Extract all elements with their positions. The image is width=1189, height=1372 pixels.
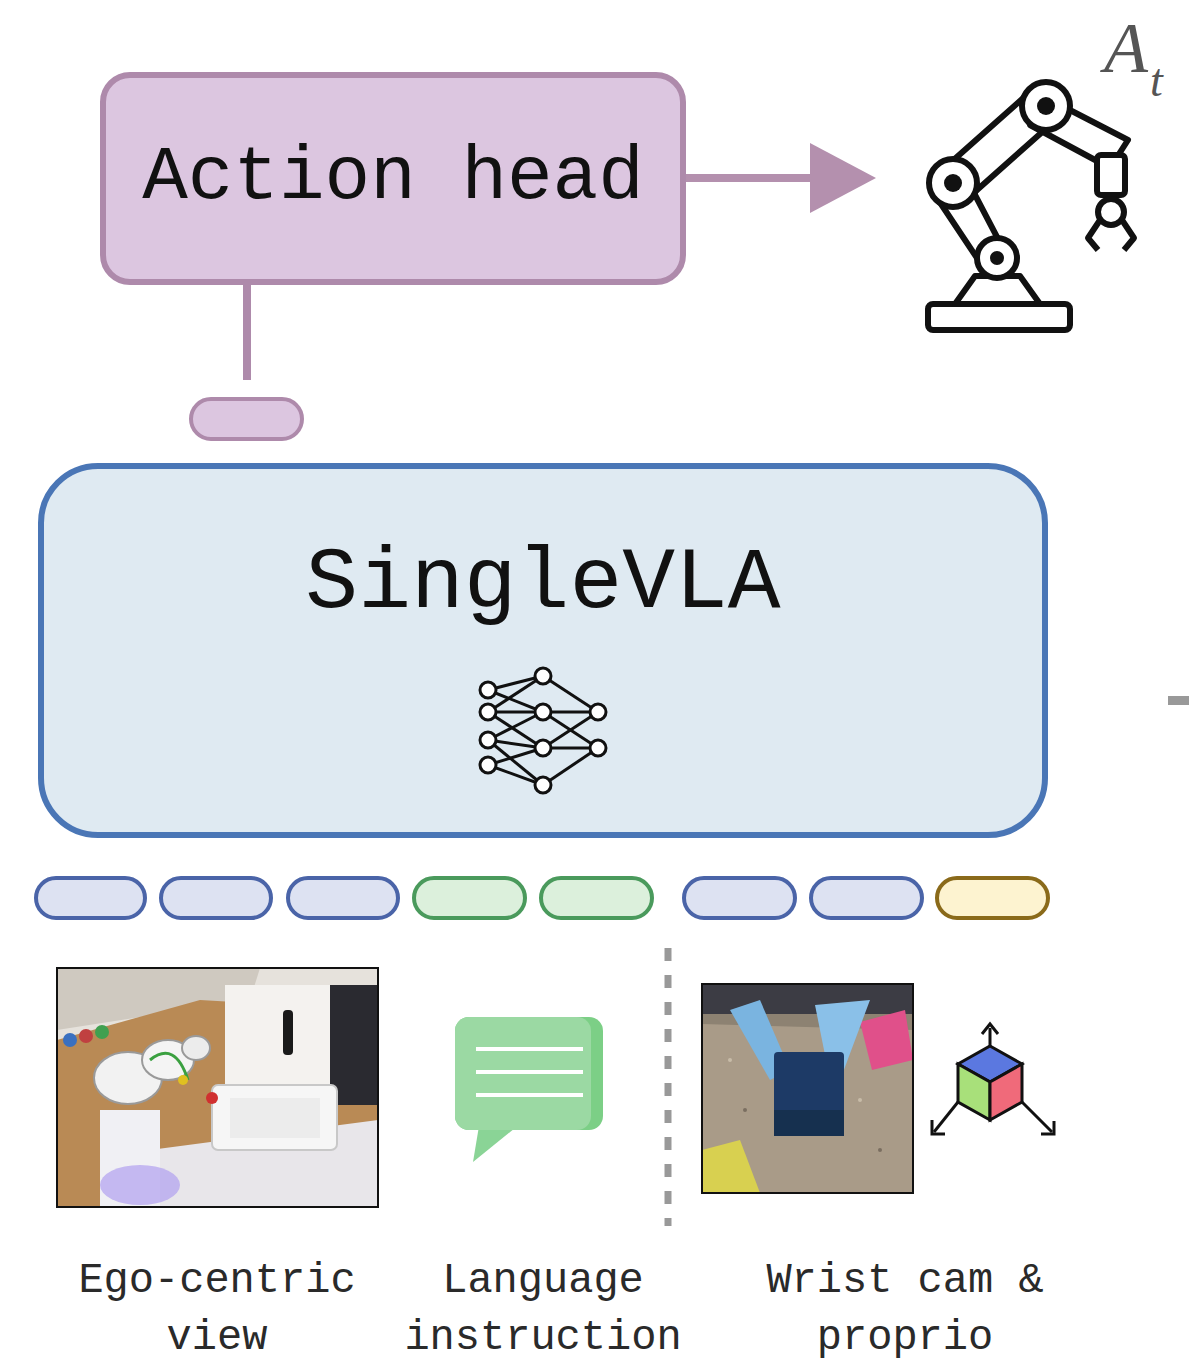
model-box: SingleVLA [38, 463, 1048, 838]
offscreen-arrow-stub [1168, 696, 1189, 705]
action-symbol: A [1104, 12, 1148, 84]
image-token [811, 878, 922, 918]
image-token [288, 878, 398, 918]
action-subscript: t [1150, 58, 1163, 104]
input-caption: Language instruction [393, 1253, 693, 1366]
text-token [414, 878, 525, 918]
box-title: Action head [142, 135, 644, 222]
image-token [36, 878, 145, 918]
text-token [541, 878, 652, 918]
input-caption: Wrist cam & proprio [755, 1253, 1055, 1366]
input-caption: Ego-centric view [67, 1253, 367, 1366]
output-arrow-line [685, 174, 818, 182]
action-token-stem [243, 285, 251, 380]
separator-line [665, 948, 672, 1226]
box-title: SingleVLA [305, 533, 780, 634]
input-tokens [36, 878, 1048, 918]
image-token [161, 878, 271, 918]
ego-centric-photo [57, 968, 378, 1207]
robot-joint-dots [944, 97, 1055, 265]
chat-bubble-icon [455, 1017, 603, 1162]
neural-network-icon [480, 668, 606, 793]
action-token [191, 399, 302, 439]
action-head-box: Action head [100, 72, 686, 285]
proprio-token [937, 878, 1048, 918]
robot-arm-icon [928, 82, 1134, 330]
image-token [684, 878, 795, 918]
wrist-cam-photo [702, 984, 913, 1193]
output-arrowhead [810, 143, 876, 213]
proprio-cube-icon [932, 1024, 1054, 1134]
